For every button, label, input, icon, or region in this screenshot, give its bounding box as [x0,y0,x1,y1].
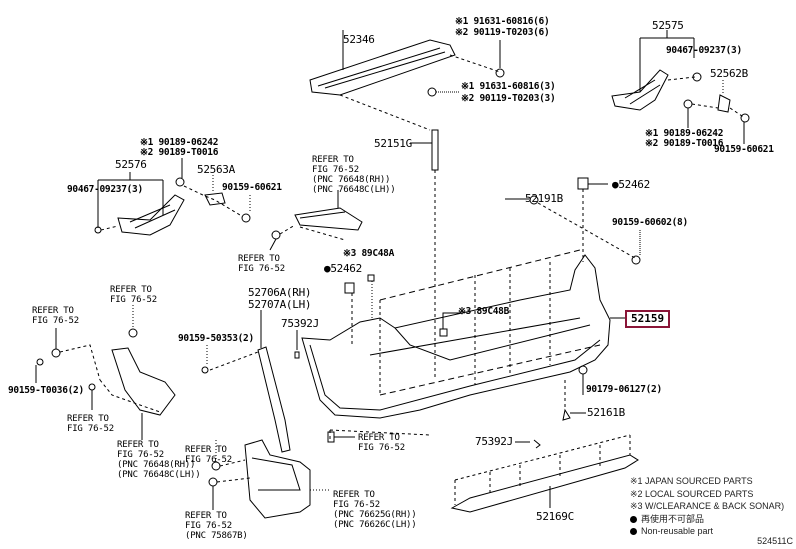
part-label-52151g[interactable]: 52151G [374,137,412,150]
part-label-screw-90159-50353[interactable]: 90159-50353(2) [178,333,254,344]
part-label-bolt-90179-06127[interactable]: 90179-06127(2) [586,384,662,395]
part-label-52462-right[interactable]: ●52462 [612,178,650,191]
legend-note-1: ※1 JAPAN SOURCED PARTS [630,476,753,486]
part-label-bolt-90119-t0203-6[interactable]: ※2 90119-T0203(6) [455,27,550,38]
part-label-52169c[interactable]: 52169C [536,510,574,523]
retainer-shape [269,190,363,251]
part-label-52346[interactable]: 52346 [343,33,375,46]
part-label-89c48b[interactable]: ※3 89C48B [458,306,510,317]
legend: ※1 JAPAN SOURCED PARTS ※2 LOCAL SOURCED … [630,475,784,538]
part-label-52706a-rh[interactable]: 52706A(RH) [248,286,312,299]
clip-52191b-icon [529,195,539,205]
bolt-icon [495,68,505,78]
reference-left-b[interactable]: REFER TO FIG 76-52 [110,285,157,305]
legend-note-2: ※2 LOCAL SOURCED PARTS [630,488,754,499]
part-label-screw-90159-60621-r[interactable]: 90159-60621 [714,144,774,155]
part-label-52562b[interactable]: 52562B [710,67,748,80]
part-label-clip-90189-06242-l[interactable]: ※1 90189-06242 [140,137,219,148]
reference-bottom-bolt[interactable]: REFER TO FIG 76-52 [358,433,405,453]
bullet-icon [630,528,637,535]
screw-icon [631,255,641,265]
side-extension-shape [201,310,300,453]
garnish-52169c-shape [450,434,639,513]
part-label-clip-90189-t0016-l[interactable]: ※2 90189-T0016 [140,147,219,158]
part-label-52161b[interactable]: 52161B [587,406,625,419]
part-label-bolt-91631-60816-6[interactable]: ※1 91631-60816(6) [455,16,550,27]
clip-52462-left-icon [344,282,355,294]
part-label-52191b[interactable]: 52191B [525,192,563,205]
bullet-icon [630,515,637,523]
bracket-52151g-shape [431,129,439,171]
bolt-bottom-icon [327,431,335,443]
legend-nonreusable-en-text: Non-reusable part [641,526,714,536]
part-label-screw-90467-09237-r[interactable]: 90467-09237(3) [666,45,742,56]
part-52575-shape [611,30,702,111]
bolt-icon [427,87,437,97]
illustration-code: 524511C [757,536,793,546]
part-label-52575[interactable]: 52575 [652,19,684,32]
part-label-clip-90189-06242-r[interactable]: ※1 90189-06242 [645,128,724,139]
reference-left-a[interactable]: REFER TO FIG 76-52 [32,306,79,326]
reference-mudguard-c[interactable]: REFER TO FIG 76-52 (PNC 76625G(RH)) (PNC… [333,490,417,530]
clip-89c48a-icon [367,274,375,282]
part-label-52576[interactable]: 52576 [115,158,147,171]
bolt-90179-icon [578,365,588,375]
reference-left-d[interactable]: REFER TO FIG 76-52 (PNC 76648(RH)) (PNC … [117,440,201,480]
part-label-89c48a[interactable]: ※3 89C48A [343,248,395,259]
reference-upper-left[interactable]: REFER TO FIG 76-52 [238,254,285,274]
left-bracket-shape [35,305,176,440]
part-label-75392j-bottom[interactable]: 75392J [475,435,513,448]
part-label-screw-90467-09237-l[interactable]: 90467-09237(3) [67,184,143,195]
part-label-52707a-lh[interactable]: 52707A(LH) [248,298,312,311]
reference-mudguard-a[interactable]: REFER TO FIG 76-52 [185,445,232,465]
part-label-52563a[interactable]: 52563A [197,163,235,176]
part-label-75392j-top[interactable]: 75392J [281,317,319,330]
part-label-clip-90189-t0016-r[interactable]: ※2 90189-T0016 [645,138,724,149]
bumper-52159-shape [301,249,625,440]
reference-mudguard-b[interactable]: REFER TO FIG 76-52 (PNC 75867B) [185,511,248,541]
legend-nonreusable-jp: 再使用不可部品 [630,513,784,526]
part-label-screw-90159-t0036[interactable]: 90159-T0036(2) [8,385,84,396]
legend-nonreusable-en: Non-reusable part [630,525,784,538]
clip-52161b-icon [562,408,571,421]
part-52346-shape [309,30,501,131]
part-52562b-shape [683,80,750,144]
legend-nonreusable-jp-text: 再使用不可部品 [641,513,705,524]
part-label-bolt-90119-t0203-3[interactable]: ※2 90119-T0203(3) [461,93,556,104]
reference-top-center[interactable]: REFER TO FIG 76-52 (PNC 76648(RH)) (PNC … [312,155,396,195]
part-label-52159-highlighted[interactable]: 52159 [625,310,671,328]
clip-52462-right-icon [577,177,589,190]
part-52576-shape [94,158,251,236]
part-label-52462-left[interactable]: ●52462 [324,262,362,275]
part-label-screw-90159-60621-l[interactable]: 90159-60621 [222,182,282,193]
part-label-bolt-91631-60816-3[interactable]: ※1 91631-60816(3) [461,81,556,92]
part-label-screw-90159-60602[interactable]: 90159-60602(8) [612,217,688,228]
legend-note-3: ※3 W/CLEARANCE & BACK SONAR) [630,501,785,511]
reference-left-c[interactable]: REFER TO FIG 76-52 [67,414,114,434]
mudguard-shape [208,439,330,519]
